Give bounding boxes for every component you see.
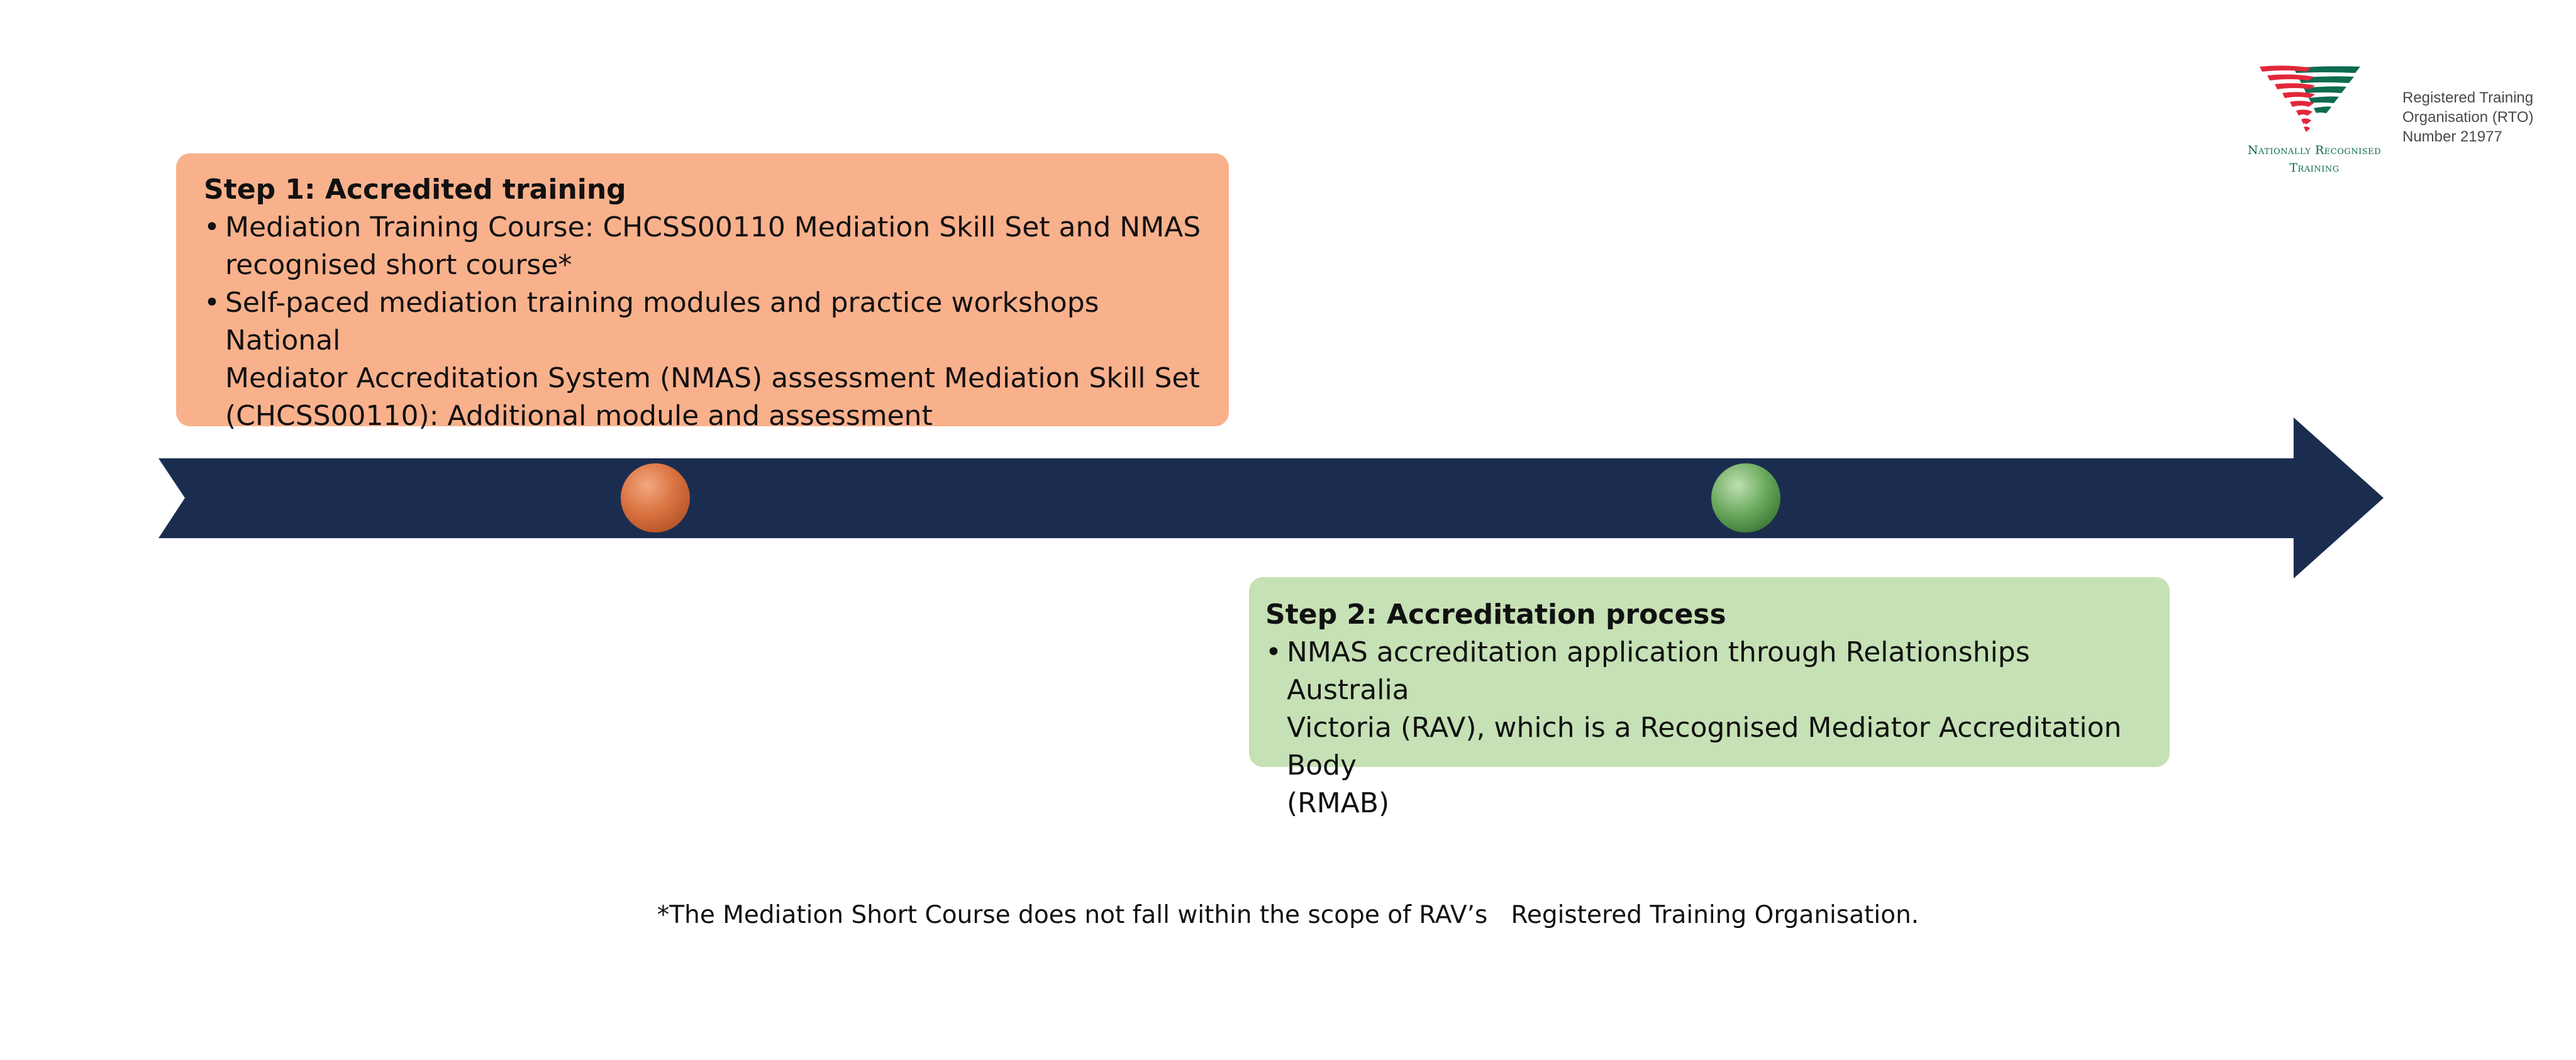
step1-item-2: • Self-paced mediation training modules … (204, 284, 1204, 435)
step1-item-1-line1: Mediation Training Course: CHCSS00110 Me… (225, 211, 1201, 243)
rto-line1: Registered Training (2402, 89, 2534, 106)
step1-marker (621, 463, 690, 533)
step2-item-1: • NMAS accreditation application through… (1265, 634, 2145, 822)
step2-marker (1711, 463, 1780, 533)
step1-item-2-line1: Self-paced mediation training modules an… (225, 287, 1099, 356)
bullet-icon: • (204, 211, 220, 243)
step1-title: Step 1: Accredited training (204, 174, 626, 206)
step1-item-2-line2: Mediator Accreditation System (NMAS) ass… (225, 362, 1200, 394)
step1-item-1: • Mediation Training Course: CHCSS00110 … (204, 209, 1204, 284)
rto-number-text: Registered Training Organisation (RTO) N… (2402, 88, 2572, 146)
rto-line3: Number 21977 (2402, 128, 2502, 145)
nrt-logo-caption: Nationally Recognised Training (2236, 141, 2393, 177)
nrt-logo-icon (2260, 65, 2360, 132)
step2-item-1-line3: (RMAB) (1287, 787, 1390, 819)
step2-title: Step 2: Accreditation process (1265, 599, 1726, 631)
step2-item-1-line1: NMAS accreditation application through R… (1287, 636, 2030, 706)
step1-item-2-line3: (CHCSS00110): Additional module and asse… (225, 400, 933, 432)
footnote: *The Mediation Short Course does not fal… (657, 901, 1919, 929)
bullet-icon: • (204, 287, 220, 319)
bullet-icon: • (1265, 636, 1282, 668)
nrt-logo-caption-line2: Training (2289, 161, 2340, 175)
rto-line2: Organisation (RTO) (2402, 109, 2534, 126)
nrt-logo-caption-line1: Nationally Recognised (2247, 143, 2382, 157)
step2-box: Step 2: Accreditation process • NMAS acc… (1249, 577, 2170, 819)
nrt-logo: Nationally Recognised Training (2236, 63, 2393, 176)
step2-item-1-line2: Victoria (RAV), which is a Recognised Me… (1287, 712, 2122, 781)
step1-item-1-line2: recognised short course* (225, 249, 572, 281)
timeline-arrow-body (158, 417, 2384, 578)
step1-box: Step 1: Accredited training • Mediation … (176, 153, 1229, 432)
step2-list: • NMAS accreditation application through… (1265, 634, 2145, 822)
step1-list: • Mediation Training Course: CHCSS00110 … (204, 209, 1204, 435)
